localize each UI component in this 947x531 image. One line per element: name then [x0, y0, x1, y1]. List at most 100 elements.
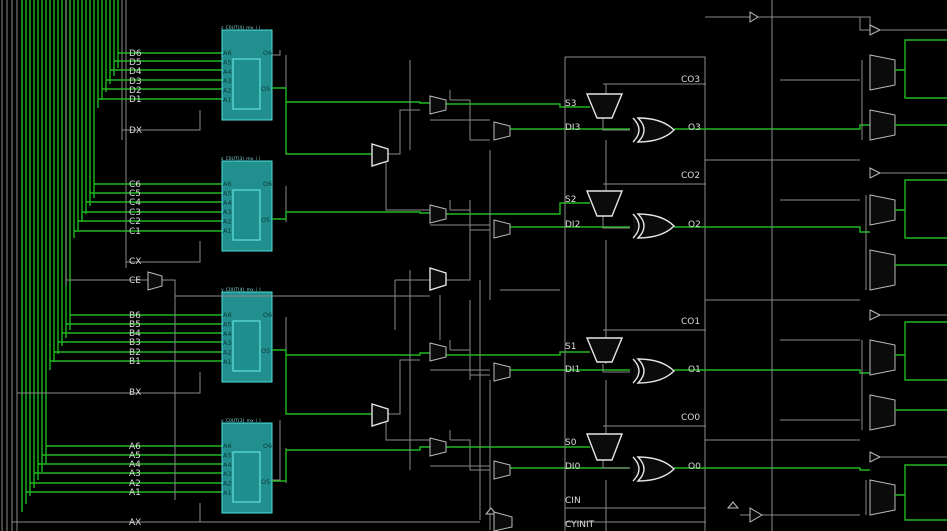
lut-out-o6: O6 — [263, 442, 272, 450]
carry-select-label: S3 — [565, 99, 576, 109]
lut-pin-label: A6 — [223, 180, 232, 188]
input-label: B2 — [129, 348, 141, 358]
carry-di-label: DI2 — [565, 220, 580, 230]
input-label: C6 — [129, 180, 141, 190]
input-label: D5 — [129, 58, 142, 68]
lut-core — [232, 320, 261, 372]
carry-di-label: DI1 — [565, 365, 580, 375]
lut-out-o5: O5 — [261, 85, 270, 93]
lut-out-o6: O6 — [263, 49, 272, 57]
xor-gate[interactable] — [632, 358, 675, 384]
gates[interactable] — [147, 11, 896, 531]
lut-pin-label: A5 — [223, 320, 232, 328]
lut-title: y_C0UT(3)_mx_i_l — [221, 418, 261, 424]
lut-pin-label: A3 — [223, 339, 232, 347]
cin-label: CIN — [565, 496, 581, 506]
lut-pin-label: A5 — [223, 189, 232, 197]
input-label: D4 — [129, 67, 142, 77]
carry-o-label: O1 — [688, 365, 701, 375]
carry-co-label: CO3 — [681, 75, 700, 85]
carry-di-label: DI3 — [565, 123, 580, 133]
lut-pin-label: A1 — [223, 227, 232, 235]
lut-pin-label: A4 — [223, 461, 232, 469]
cyinit-label: CYINIT — [565, 520, 595, 530]
lut-title: z_C0UT(4)_mx_i_l — [221, 25, 260, 31]
right-routing — [861, 29, 947, 521]
input-label: A5 — [129, 451, 141, 461]
lut-pin-label: A2 — [223, 87, 232, 95]
lut-pin-label: A4 — [223, 199, 232, 207]
lut-pin-label: A6 — [223, 49, 232, 57]
carry-o-label: O0 — [688, 462, 701, 472]
lut-out-o6: O6 — [263, 180, 272, 188]
input-label: A6 — [129, 442, 141, 452]
lut-pin-label: A1 — [223, 96, 232, 104]
lut-out-o5: O5 — [261, 216, 270, 224]
input-label: B5 — [129, 320, 141, 330]
lut-pin-label: A3 — [223, 470, 232, 478]
lut-title: z_C0UT(3)_mx_i_l — [221, 156, 260, 162]
middle-routing — [160, 50, 630, 530]
lut-pin-label: A2 — [223, 480, 232, 488]
lut-out-o5: O5 — [261, 478, 270, 486]
input-label: A4 — [129, 460, 141, 470]
lut-pin-label: A4 — [223, 68, 232, 76]
input-label: C3 — [129, 208, 141, 218]
input-label: A1 — [129, 488, 141, 498]
xor-gate[interactable] — [632, 213, 675, 239]
lut-title: y_C0UT(4)_mx_i_l — [221, 287, 261, 293]
lut-core — [232, 451, 261, 503]
input-label: A3 — [129, 469, 141, 479]
lut-pin-label: A5 — [223, 58, 232, 66]
lut-pin-label: A3 — [223, 77, 232, 85]
lut-pin-label: A1 — [223, 489, 232, 497]
carry-o-label: O3 — [688, 123, 701, 133]
input-label: B4 — [129, 329, 141, 339]
lut-core — [232, 58, 261, 110]
input-label: CE — [129, 276, 141, 286]
input-label: D6 — [129, 49, 142, 59]
input-label: C1 — [129, 227, 141, 237]
input-label: D1 — [129, 95, 142, 105]
input-label: C5 — [129, 189, 141, 199]
carry-co-label: CO1 — [681, 317, 700, 327]
input-label: B1 — [129, 357, 141, 367]
carry-o-label: O2 — [688, 220, 701, 230]
input-label: AX — [129, 518, 141, 528]
input-label: C4 — [129, 198, 141, 208]
input-label: BX — [129, 388, 141, 398]
input-label: B6 — [129, 311, 141, 321]
input-label: C2 — [129, 217, 141, 227]
lut-pin-label: A6 — [223, 442, 232, 450]
carry-select-label: S2 — [565, 195, 576, 205]
lut-pin-label: A4 — [223, 330, 232, 338]
lut-core — [232, 189, 261, 241]
lut-pin-label: A5 — [223, 451, 232, 459]
lut-pin-label: A2 — [223, 349, 232, 357]
lut-out-o6: O6 — [263, 311, 272, 319]
input-label: DX — [129, 126, 142, 136]
input-label: CX — [129, 257, 141, 267]
lut-pin-label: A6 — [223, 311, 232, 319]
carry-di-label: DI0 — [565, 462, 581, 472]
lut-pin-label: A3 — [223, 208, 232, 216]
xor-gate[interactable] — [632, 456, 675, 482]
carry-co-label: CO2 — [681, 171, 700, 181]
carry-co-label: CO0 — [681, 413, 700, 423]
input-label: A2 — [129, 479, 141, 489]
lut-out-o5: O5 — [261, 347, 270, 355]
input-label: B3 — [129, 338, 141, 348]
input-label: D3 — [129, 77, 142, 87]
carry-select-label: S0 — [565, 438, 577, 448]
carry-select-label: S1 — [565, 342, 576, 352]
lut-pin-label: A1 — [223, 358, 232, 366]
lut-pin-label: A2 — [223, 218, 232, 226]
input-label: D2 — [129, 86, 142, 96]
xor-gate[interactable] — [632, 117, 675, 143]
lut-input-wires — [12, 52, 480, 523]
